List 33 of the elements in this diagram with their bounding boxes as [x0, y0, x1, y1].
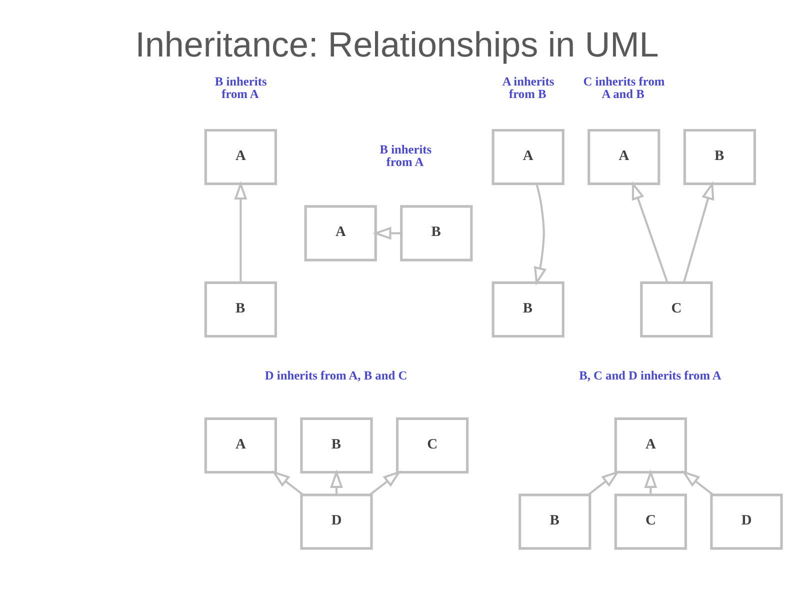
node-box: B	[204, 280, 277, 338]
node-box: A	[204, 128, 277, 185]
label: A inherits from B	[502, 74, 554, 100]
arrow	[632, 180, 668, 282]
label: B inherits from A	[214, 74, 267, 100]
node-box: A	[492, 128, 564, 185]
node-box: C	[396, 416, 469, 474]
node-box: A	[588, 128, 660, 185]
arrow	[234, 180, 248, 282]
diagram-title: Inheritance: Relationships in UML	[135, 24, 659, 64]
arrow	[534, 183, 547, 286]
node-box: B	[492, 280, 564, 338]
node-box: C	[640, 280, 713, 338]
node-box: A	[204, 416, 277, 474]
node-box: B	[300, 416, 373, 474]
node-box: B	[518, 493, 592, 550]
arrow	[272, 470, 304, 496]
label: B inherits from A	[380, 142, 432, 168]
label: D inherits from A, B and C	[264, 368, 408, 382]
node-box: A	[614, 416, 687, 474]
arrow	[369, 470, 402, 496]
node-box: B	[683, 128, 756, 185]
label: C inherits from A and B	[583, 74, 665, 100]
arrow	[588, 470, 620, 496]
arrow	[682, 470, 714, 496]
node-box: C	[614, 493, 687, 550]
node-box: D	[710, 493, 783, 550]
node-box: A	[304, 204, 377, 261]
node-box: D	[300, 493, 373, 550]
node-box: B	[400, 204, 473, 261]
arrow	[682, 180, 714, 282]
label: B, C and D inherits from A	[579, 368, 722, 382]
arrow	[372, 226, 402, 240]
